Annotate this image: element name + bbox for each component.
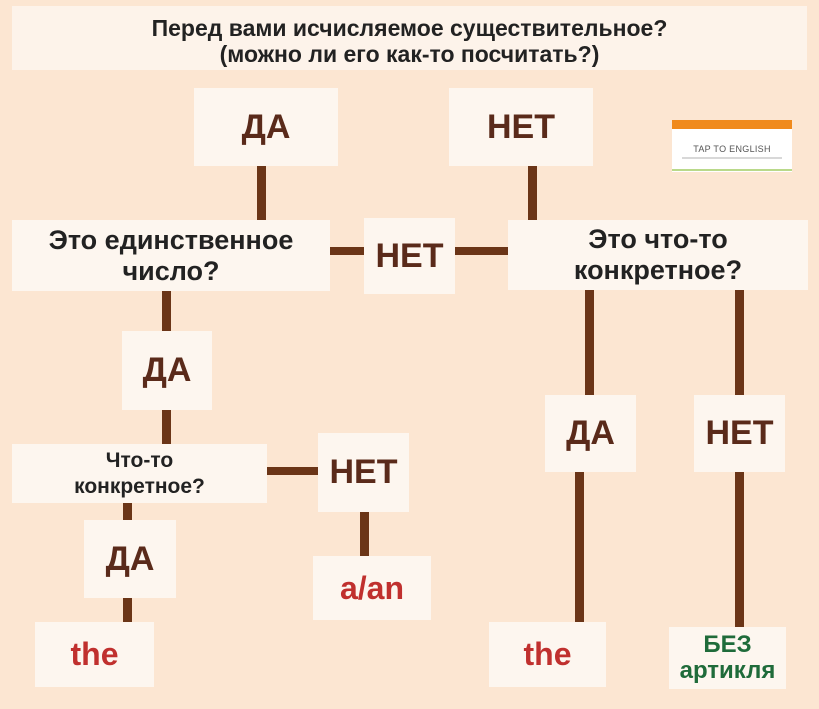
node-right-yes: ДА bbox=[545, 395, 636, 472]
node-left-no-label: НЕТ bbox=[329, 453, 398, 491]
node-question-specific-left: Что-то конкретное? bbox=[12, 444, 267, 503]
connector-specific-to-no bbox=[267, 467, 318, 475]
connector-no-to-a-an bbox=[360, 512, 369, 556]
node-top-no: НЕТ bbox=[449, 88, 593, 166]
node-right-yes-label: ДА bbox=[566, 414, 615, 452]
connector-right-yes-to-the bbox=[575, 472, 584, 622]
question-specific-left-line-1: Что-то bbox=[105, 448, 174, 472]
node-top-no-label: НЕТ bbox=[487, 107, 555, 146]
answer-the-right-label: the bbox=[523, 636, 572, 672]
title-line-1: Перед вами исчисляемое существительное? bbox=[151, 15, 668, 41]
logo-text: TAP TO ENGLISH bbox=[693, 144, 771, 154]
title-panel bbox=[12, 6, 807, 70]
question-singular-line-1: Это единственное bbox=[48, 224, 294, 255]
connector-specific-to-yes bbox=[123, 503, 132, 520]
node-left-yes: ДА bbox=[84, 520, 176, 598]
node-left-yes-label: ДА bbox=[105, 539, 155, 578]
connector-singular-to-no bbox=[330, 247, 364, 255]
answer-a-an-label: a/an bbox=[339, 569, 405, 606]
tap-to-english-logo: TAP TO ENGLISH bbox=[672, 120, 792, 172]
node-question-specific-right: Это что-то конкретное? bbox=[508, 220, 808, 290]
node-middle-no: НЕТ bbox=[364, 218, 455, 294]
node-question-singular: Это единственное число? bbox=[12, 220, 330, 291]
node-answer-no-article: БЕЗ артикля bbox=[669, 627, 786, 689]
connector-yes-to-specific bbox=[162, 410, 171, 444]
question-specific-right-line-2: конкретное? bbox=[573, 255, 743, 285]
node-top-yes: ДА bbox=[194, 88, 338, 166]
answer-no-article-line-2: артикля bbox=[679, 657, 776, 684]
node-top-yes-label: ДА bbox=[241, 107, 291, 146]
node-right-no-label: НЕТ bbox=[705, 414, 774, 452]
node-middle-no-label: НЕТ bbox=[375, 236, 444, 275]
title-line-2: (можно ли его как-то посчитать?) bbox=[219, 41, 600, 67]
connector-right-yes bbox=[585, 290, 594, 395]
node-answer-a-an: a/an bbox=[313, 556, 431, 620]
answer-no-article-line-1: БЕЗ bbox=[703, 631, 752, 658]
question-specific-right-line-1: Это что-то bbox=[588, 224, 728, 254]
logo-underline bbox=[672, 169, 792, 171]
connector-top-no bbox=[528, 166, 537, 220]
logo-subtitle-rule bbox=[682, 157, 782, 159]
node-answer-the-left: the bbox=[35, 622, 154, 687]
question-singular-line-2: число? bbox=[122, 255, 220, 286]
node-left-no: НЕТ bbox=[318, 433, 409, 512]
connector-right-no bbox=[735, 290, 744, 395]
question-specific-left-line-2: конкретное? bbox=[74, 474, 205, 498]
connector-yes-to-the bbox=[123, 598, 132, 622]
node-singular-yes-label: ДА bbox=[142, 351, 192, 389]
node-singular-yes: ДА bbox=[122, 331, 212, 410]
connector-singular-yes bbox=[162, 291, 171, 331]
connector-no-to-specific bbox=[455, 247, 508, 255]
answer-the-left-label: the bbox=[70, 636, 119, 672]
node-right-no: НЕТ bbox=[694, 395, 785, 472]
connector-top-yes bbox=[257, 166, 266, 220]
connector-right-no-to-none bbox=[735, 472, 744, 627]
node-answer-the-right: the bbox=[489, 622, 606, 687]
logo-accent-bar bbox=[672, 120, 792, 129]
